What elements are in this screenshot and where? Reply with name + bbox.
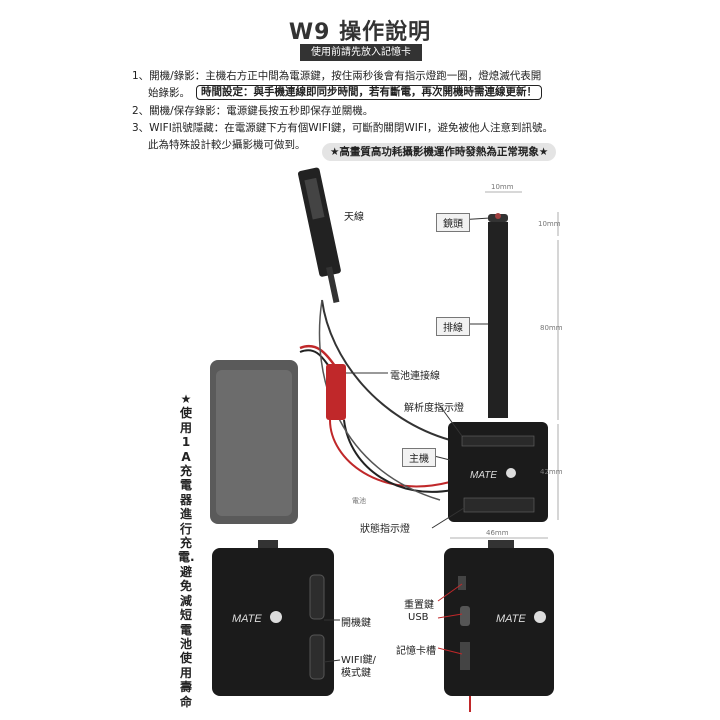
svg-text:MATE: MATE: [232, 613, 262, 625]
cable-label: 排線: [436, 317, 470, 336]
dim-unit-width: 46mm: [486, 529, 509, 537]
antenna-icon: [298, 167, 341, 303]
dim-lens-height: 10mm: [538, 220, 561, 228]
status-led-label: 狀態指示燈: [360, 524, 410, 535]
instruction-3-cont: 此為特殊設計較少攝影機可做到。: [148, 139, 306, 151]
svg-text:MATE: MATE: [470, 470, 497, 481]
lens-label: 鏡頭: [436, 213, 470, 232]
ribbon-cable-icon: [488, 222, 508, 418]
wifi-key-label: WIFI鍵/: [341, 655, 376, 666]
instruction-2: 2、關機/保存錄影：電源鍵長按五秒即保存並關機。: [132, 105, 374, 117]
heat-note: ★高畫質高功耗攝影機運作時發熱為正常現象★: [322, 143, 557, 161]
usb-label: USB: [408, 612, 429, 623]
dim-unit-height: 42mm: [540, 468, 563, 476]
reset-key-label: 重置鍵: [404, 600, 434, 611]
mode-key-label: 模式鍵: [341, 668, 371, 679]
dim-lens-width: 10mm: [491, 183, 514, 191]
subtitle-banner: 使用前請先放入記憶卡: [300, 44, 422, 61]
battery-connector-label: 電池連接線: [390, 371, 440, 382]
battery-mark-label: 電池: [352, 497, 366, 505]
main-unit-icon: [448, 422, 548, 522]
antenna-label: 天線: [344, 212, 364, 223]
power-key-label: 開機鍵: [341, 618, 371, 629]
page-title: W9 操作說明: [288, 20, 432, 45]
instruction-3: 3、WIFI訊號隱藏：在電源鍵下方有個WIFI鍵，可斷酌關閉WIFI，避免被他人…: [132, 122, 554, 134]
dim-cable-length: 80mm: [540, 324, 563, 332]
charging-note: ★使用1A充電器進行充電.避免減短電池使用壽命: [178, 392, 195, 709]
time-setting-note: 時間設定：與手機連線即同步時間，若有斷電，再次開機時需連線更新！: [196, 85, 542, 100]
battery-icon: [210, 360, 298, 524]
card-slot-label: 記憶卡槽: [396, 646, 436, 657]
instruction-1: 1、開機/錄影：主機右方正中間為電源鍵，按住兩秒後會有指示燈跑一圈，燈熄滅代表開: [132, 70, 542, 82]
resolution-led-label: 解析度指示燈: [404, 403, 464, 414]
side-view-right-icon: [444, 548, 554, 696]
instruction-1-cont: 始錄影。: [148, 87, 190, 99]
svg-text:MATE: MATE: [496, 613, 526, 625]
main-unit-label: 主機: [402, 448, 436, 467]
battery-connector-icon: [326, 364, 346, 420]
